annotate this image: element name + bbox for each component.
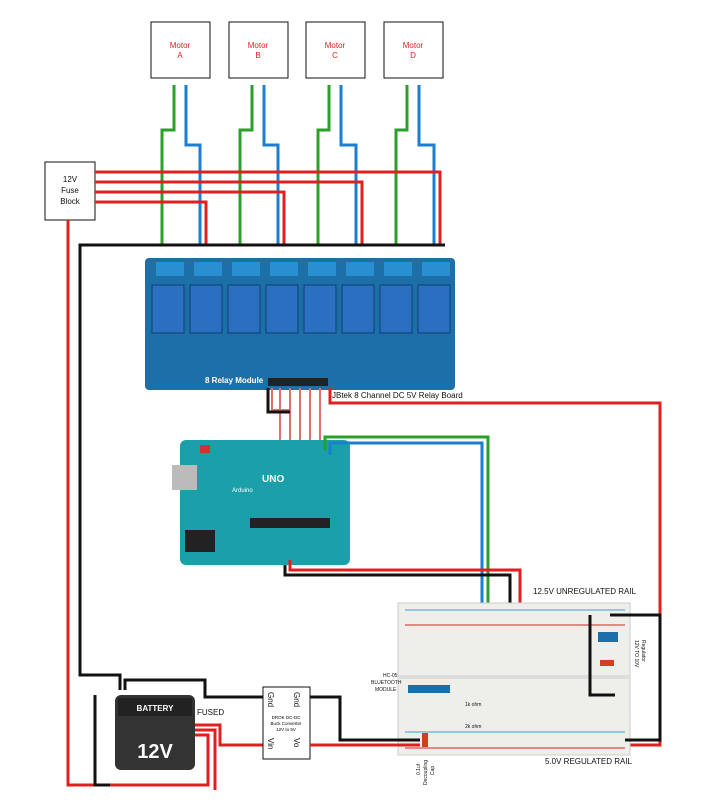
motor-wires bbox=[160, 85, 436, 245]
relay-terminal bbox=[308, 262, 336, 276]
regulator-label: Regulator bbox=[640, 640, 646, 662]
relay-board-caption: JBtek 8 Channel DC 5V Relay Board bbox=[332, 391, 463, 400]
arduino-uno: UNO Arduino bbox=[172, 440, 350, 565]
cap-label: 0.1uf bbox=[416, 763, 422, 775]
buck-pin-vin: Vin bbox=[266, 738, 275, 749]
hc05-label: HC-05 bbox=[383, 673, 398, 679]
hc05-label: MODULE bbox=[375, 687, 397, 693]
motor-letter: B bbox=[255, 51, 260, 60]
motor-d: Motor D bbox=[383, 21, 444, 79]
top-rail-label: 12.5V UNREGULATED RAIL bbox=[533, 587, 637, 596]
regulator-chip bbox=[598, 632, 618, 642]
svg-text:12V: 12V bbox=[63, 175, 78, 184]
fused-label: FUSED bbox=[197, 708, 224, 717]
relay-silkscreen: 8 Relay Module bbox=[205, 376, 264, 385]
relay bbox=[151, 284, 185, 334]
relay-terminal bbox=[422, 262, 450, 276]
arduino-brand: Arduino bbox=[232, 488, 253, 494]
relay-terminal bbox=[384, 262, 412, 276]
relay bbox=[227, 284, 261, 334]
resistor-label: 1k ohm bbox=[465, 702, 481, 708]
motor-label: Motor bbox=[248, 41, 269, 50]
battery: BATTERY 12V bbox=[115, 695, 195, 770]
reset-button bbox=[200, 445, 210, 453]
buck-pin-gnd-out: Gnd bbox=[292, 692, 301, 707]
bottom-rail-label: 5.0V REGULATED RAIL bbox=[545, 757, 633, 766]
buck-title: Buck Converter bbox=[270, 721, 302, 726]
buck-pin-gnd-in: Gnd bbox=[266, 692, 275, 707]
motor-letter: A bbox=[177, 51, 183, 60]
svg-text:Fuse: Fuse bbox=[61, 186, 79, 195]
hc05-label: BLUETOOTH bbox=[371, 680, 402, 686]
regulator-label: 12V TO 10V bbox=[633, 640, 639, 668]
buck-converter: Gnd Gnd Vin Vo DROK DC-DC Buck Converter… bbox=[262, 686, 311, 760]
motor-letter: C bbox=[332, 51, 338, 60]
fuse-block: 12V Fuse Block bbox=[44, 161, 96, 221]
decoupling-cap bbox=[422, 733, 428, 747]
motor-letter: D bbox=[410, 51, 416, 60]
relay bbox=[417, 284, 451, 334]
battery-voltage: 12V bbox=[137, 741, 173, 763]
motor-b: Motor B bbox=[228, 21, 289, 79]
resistor-label: 2k ohm bbox=[465, 724, 481, 730]
breadboard bbox=[397, 602, 631, 756]
cap-label: Cap bbox=[430, 766, 436, 775]
relay bbox=[379, 284, 413, 334]
svg-text:Block: Block bbox=[60, 197, 81, 206]
relay bbox=[189, 284, 223, 334]
relay-terminal bbox=[156, 262, 184, 276]
arduino-logo: UNO bbox=[262, 474, 284, 485]
motor-label: Motor bbox=[325, 41, 346, 50]
hc05-module bbox=[408, 685, 450, 693]
relay-terminal bbox=[232, 262, 260, 276]
motor-label: Motor bbox=[403, 41, 424, 50]
relay bbox=[341, 284, 375, 334]
relay-terminal bbox=[346, 262, 374, 276]
buck-title: DROK DC-DC bbox=[272, 715, 301, 720]
motor-c: Motor C bbox=[305, 21, 366, 79]
relay-terminal bbox=[270, 262, 298, 276]
relay-header-pins bbox=[268, 378, 328, 386]
battery-label: BATTERY bbox=[137, 704, 175, 713]
relay bbox=[265, 284, 299, 334]
motor-a: Motor A bbox=[150, 21, 211, 79]
fuse-red-wires bbox=[66, 170, 442, 787]
cap-label: Decoupling bbox=[423, 760, 429, 785]
relay-terminal bbox=[194, 262, 222, 276]
ground-wire bbox=[78, 243, 150, 690]
buck-title: 12V to 5V bbox=[276, 727, 296, 732]
buck-pin-vo: Vo bbox=[292, 738, 301, 748]
motor-label: Motor bbox=[170, 41, 191, 50]
relay-board: 8 Relay Module bbox=[145, 258, 455, 390]
relay bbox=[303, 284, 337, 334]
relay-signal-wires bbox=[266, 388, 662, 747]
